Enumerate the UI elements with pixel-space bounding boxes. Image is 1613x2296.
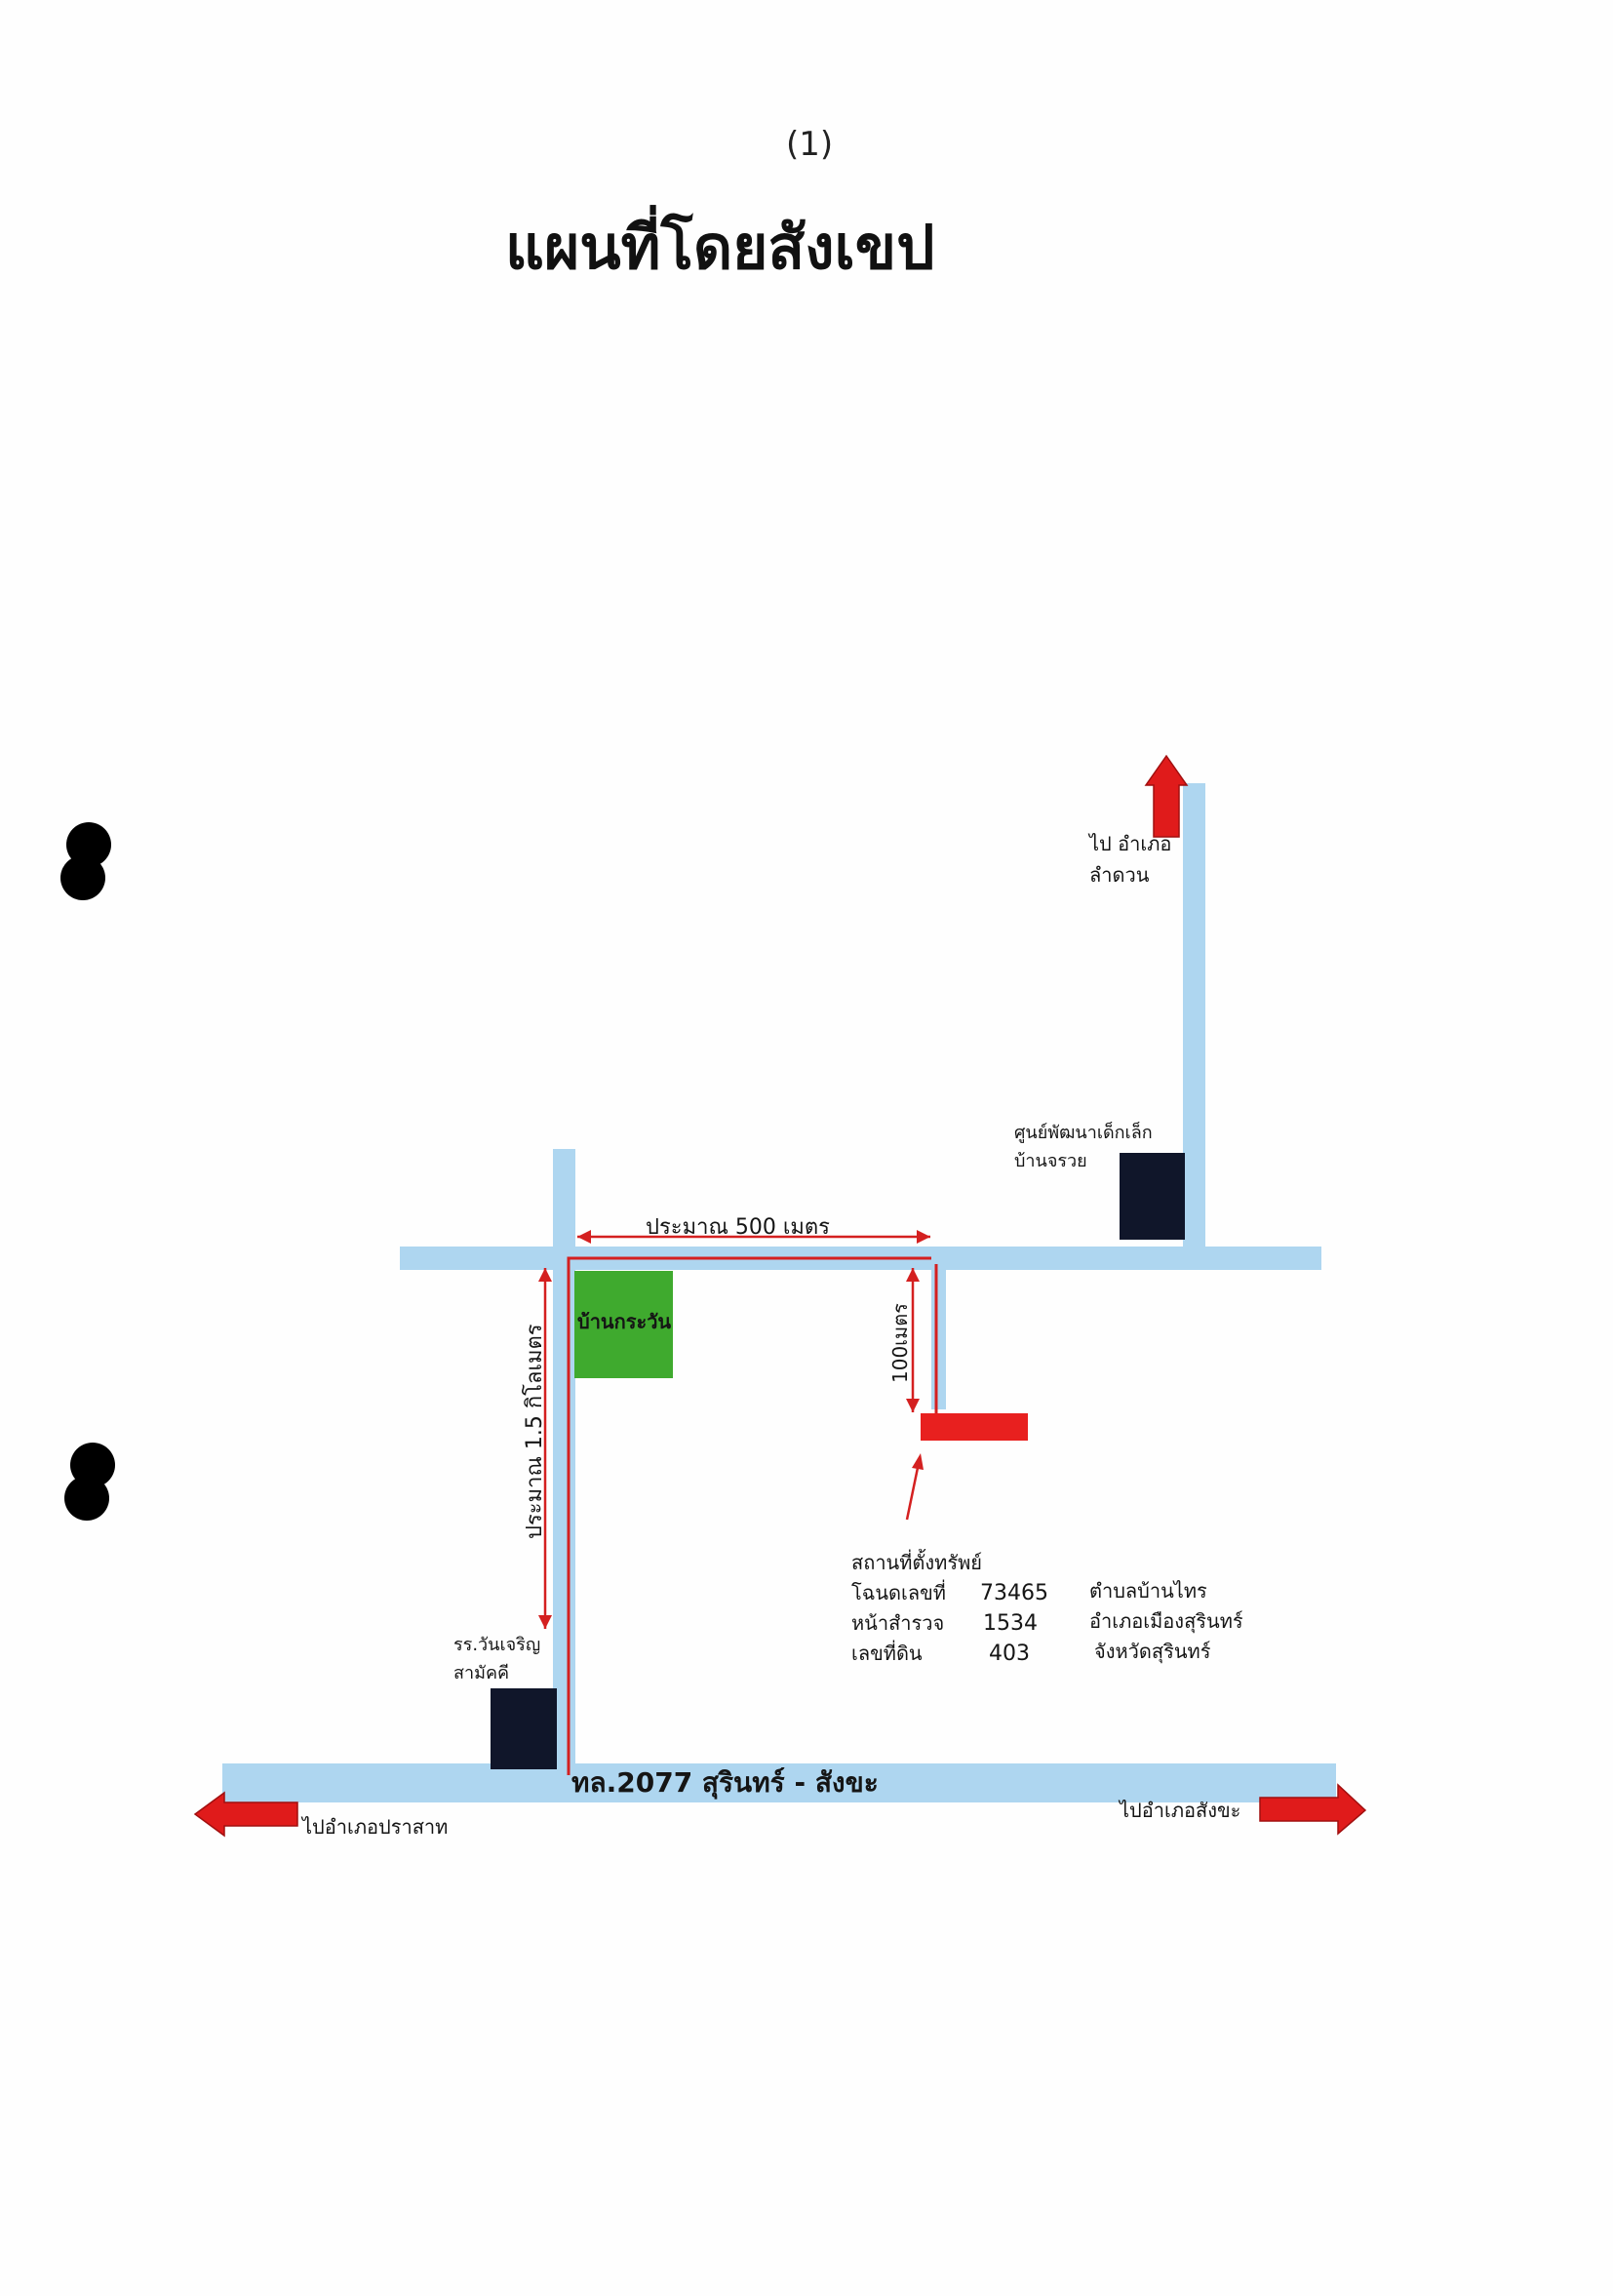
property-row-value-2: 403 (989, 1642, 1030, 1666)
school-label-line2: สามัคคี (453, 1663, 509, 1683)
property-row-location-1: อำเภอเมืองสุรินทร์ (1089, 1609, 1243, 1634)
distance-label-horizontal: ประมาณ 500 เมตร (646, 1215, 830, 1240)
distance-label-vertical-long: ประมาณ 1.5 กิโลเมตร (522, 1324, 547, 1539)
child-center-label-line2: บ้านจรวย (1014, 1151, 1087, 1171)
distance-arrow-horizontal (577, 1230, 930, 1244)
property-row-label-1: หน้าสำรวจ (851, 1611, 944, 1635)
village-label: บ้านกระวัน (577, 1310, 671, 1333)
child-center-building (1120, 1153, 1185, 1240)
school-building (491, 1688, 557, 1769)
route-line (567, 1256, 938, 1775)
property-marker (921, 1413, 1028, 1441)
west-destination-label: ไปอำเภอปราสาท (300, 1815, 448, 1839)
main-highway-road (222, 1763, 1336, 1802)
distance-arrow-vertical-long (538, 1268, 552, 1629)
child-center-label-line1: ศูนย์พัฒนาเด็กเล็ก (1014, 1121, 1153, 1143)
property-row-value-0: 73465 (980, 1581, 1048, 1605)
east-destination-label: ไปอำเภอสังขะ (1118, 1799, 1240, 1822)
property-row-value-1: 1534 (983, 1611, 1038, 1636)
punch-hole-top (60, 822, 111, 902)
property-row-label-0: โฉนดเลขที่ (851, 1579, 946, 1604)
school-label-line1: รร.วันเจริญ (453, 1635, 540, 1655)
page-number: (1) (786, 125, 834, 164)
property-row-location-2: จังหวัดสุรินทร์ (1094, 1640, 1211, 1664)
main-highway-label: ทล.2077 สุรินทร์ - สังขะ (571, 1766, 879, 1800)
road-to-property (931, 1258, 946, 1409)
road-north-vertical (1183, 783, 1205, 1261)
north-direction-arrow (1144, 754, 1189, 838)
property-pointer-arrow (905, 1453, 924, 1521)
north-destination-line2: ลำดวน (1089, 863, 1150, 887)
property-heading: สถานที่ตั้งทรัพย์ (851, 1549, 982, 1574)
road-to-village-vertical (553, 1149, 575, 1781)
east-direction-arrow (1259, 1783, 1367, 1836)
west-direction-arrow (193, 1791, 298, 1838)
property-row-location-0: ตำบลบ้านไทร (1089, 1579, 1207, 1603)
village-block (574, 1271, 673, 1378)
distance-arrow-vertical-short (906, 1268, 920, 1412)
distance-label-vertical-short: 100เมตร (888, 1303, 912, 1383)
punch-hole-bottom (64, 1443, 115, 1523)
north-destination-line1: ไป อำเภอ (1087, 832, 1171, 855)
page-title: แผนที่โดยสังเขป (505, 212, 935, 283)
property-row-label-2: เลขที่ดิน (851, 1640, 923, 1665)
